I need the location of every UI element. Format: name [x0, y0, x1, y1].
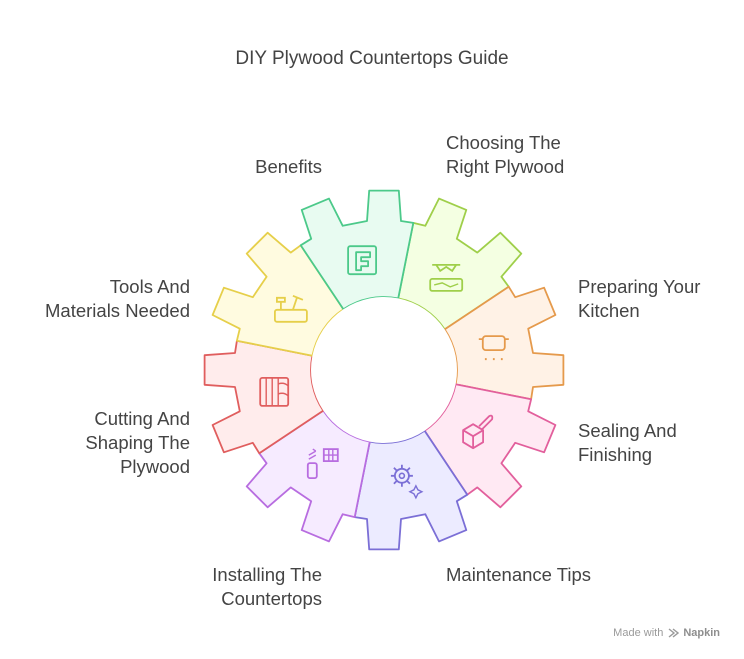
label-line: Finishing — [578, 444, 653, 465]
label-line: Installing The — [212, 564, 322, 585]
label-line: Choosing The — [446, 132, 561, 153]
diagram-title: DIY Plywood Countertops Guide — [235, 48, 509, 69]
cooking-pot-icon — [478, 335, 509, 361]
label-line: Materials Needed — [45, 300, 190, 321]
gear-center-hole — [311, 297, 457, 443]
label-line: Tools And — [109, 276, 190, 297]
gear-sparkle-icon — [390, 464, 424, 500]
napkin-logo-icon — [668, 628, 680, 638]
label-maintenance-tips: Maintenance Tips — [446, 563, 591, 587]
label-line: Preparing Your — [578, 276, 701, 297]
label-line: Kitchen — [578, 300, 640, 321]
napkin-brand-text: Napkin — [683, 627, 720, 639]
toolbox-icon — [273, 294, 308, 323]
label-line: Plywood — [120, 456, 190, 477]
paint-box-icon — [462, 414, 494, 450]
label-line: Shaping The — [85, 432, 190, 453]
label-line: Sealing And — [578, 420, 677, 441]
label-line: Benefits — [255, 156, 322, 177]
phone-grid-icon — [306, 448, 339, 480]
label-line: Maintenance Tips — [446, 564, 592, 585]
label-line: Right Plywood — [446, 156, 565, 177]
framed-f-icon — [347, 245, 378, 276]
label-benefits: Benefits — [255, 155, 322, 179]
made-with-text: Made with — [613, 627, 664, 639]
label-line: Countertops — [221, 588, 322, 609]
saw-cutting-board-icon — [429, 263, 464, 292]
footer-attribution: Made with Napkin — [613, 627, 720, 639]
wood-panel-icon — [259, 376, 290, 407]
label-line: Cutting And — [94, 408, 190, 429]
